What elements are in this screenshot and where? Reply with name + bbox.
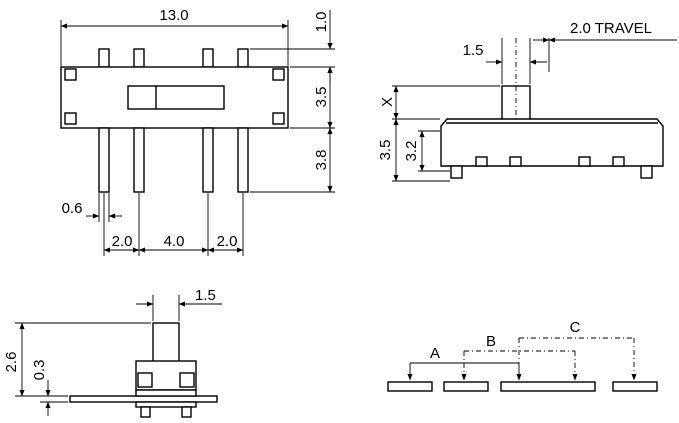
dim-pitch-center-label: 4.0 bbox=[164, 233, 185, 250]
dim-pin-length-label: 3.8 bbox=[313, 150, 330, 171]
dim-pin-offset-label: 1.0 bbox=[313, 12, 330, 33]
dim-width-label: 13.0 bbox=[159, 7, 188, 24]
side-actuator-width-label: 1.5 bbox=[463, 42, 484, 59]
slider-window bbox=[127, 85, 225, 110]
end-actuator bbox=[152, 322, 180, 364]
position-b-label: B bbox=[486, 333, 496, 350]
end-actuator-width-label: 1.5 bbox=[195, 287, 216, 304]
side-view: 1.5 2.0 TRAVEL X 3.5 3.2 bbox=[377, 20, 677, 182]
end-view: 1.5 2.6 0.3 bbox=[3, 287, 222, 418]
switch-schematic: A B C bbox=[387, 319, 658, 392]
position-a-label: A bbox=[430, 345, 440, 362]
side-x-label: X bbox=[379, 97, 396, 107]
dim-body-height-label: 3.5 bbox=[313, 87, 330, 108]
dim-pitch-right-label: 2.0 bbox=[217, 233, 238, 250]
side-body bbox=[440, 118, 664, 167]
side-body-height-label: 3.2 bbox=[403, 141, 420, 162]
travel-label: 2.0 TRAVEL bbox=[570, 20, 652, 37]
dim-pitch-left-label: 2.0 bbox=[112, 233, 133, 250]
side-total-height-label: 3.5 bbox=[377, 140, 394, 161]
dim-pin-width-label: 0.6 bbox=[62, 200, 83, 217]
end-total-height-label: 2.6 bbox=[3, 352, 20, 373]
end-standoff-label: 0.3 bbox=[31, 360, 48, 381]
position-c-label: C bbox=[570, 319, 581, 336]
top-view: 13.0 1.0 3.5 3.8 0.6 2.0 4.0 2.0 bbox=[60, 7, 335, 256]
pcb-plate bbox=[69, 395, 218, 403]
